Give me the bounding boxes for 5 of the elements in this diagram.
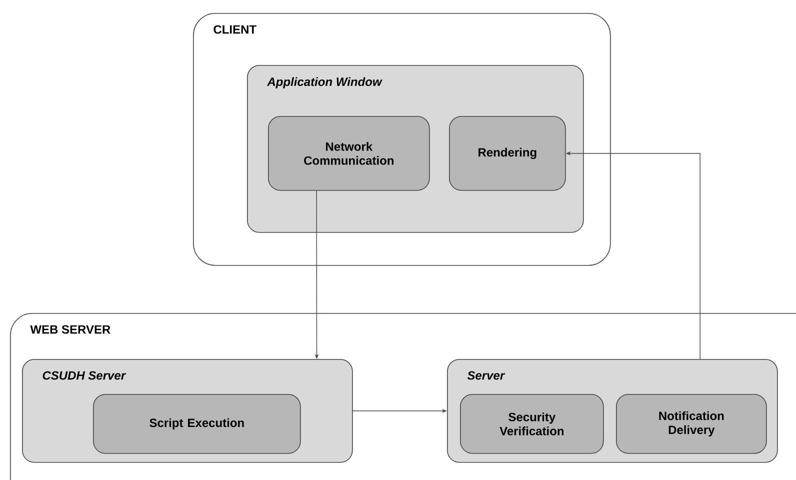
process-box: Script Execution bbox=[93, 394, 301, 454]
process-box: Notification Delivery bbox=[616, 394, 767, 454]
process-box: Network Communication bbox=[268, 116, 430, 191]
process-box: Rendering bbox=[449, 116, 566, 191]
process-box: Security Verification bbox=[460, 394, 604, 454]
